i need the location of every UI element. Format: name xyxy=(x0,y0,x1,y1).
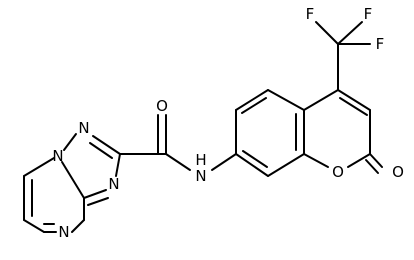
atom-n-amide: N xyxy=(195,167,206,185)
bond-c4-c3-double xyxy=(339,97,368,116)
bond-c4-c3 xyxy=(337,89,371,111)
atom-n-triazole-3: N xyxy=(108,175,119,193)
bond-n3-c3a-double xyxy=(87,197,109,206)
bond-c7-c8 xyxy=(235,153,269,177)
atom-o-ring: O xyxy=(332,163,344,181)
atom-label-layer: F F F O N H O O N N N N xyxy=(52,5,404,241)
atom-o-lactone-carbonyl: O xyxy=(392,163,404,181)
bond-c2-n3 xyxy=(115,153,121,177)
bond-c2-n1 xyxy=(92,135,121,155)
atom-h-amide: H xyxy=(195,151,206,169)
bond-c7-n-amide xyxy=(211,153,237,171)
bond-n-bridge-c5 xyxy=(23,157,55,177)
bond-c8-c8a xyxy=(267,153,305,177)
atom-f-top-left: F xyxy=(306,5,315,23)
bond-c6p-c7p xyxy=(23,219,45,233)
bond-c2-n1-double xyxy=(89,142,113,159)
bond-n-amide-c-carbonyl xyxy=(165,153,191,171)
atom-f-right: F xyxy=(376,35,385,53)
atom-n-bridgehead: N xyxy=(52,147,63,165)
atom-o-amide-carbonyl: O xyxy=(156,97,168,115)
bond-c-f-left xyxy=(315,21,339,45)
bond-layer xyxy=(23,21,383,233)
bond-c7-c8-double xyxy=(242,150,268,168)
bond-c5-c6 xyxy=(235,89,269,111)
bond-c2-o-carbonyl-double xyxy=(365,159,379,174)
bond-c2-o-ring xyxy=(347,153,371,168)
bond-n1-n-bridge xyxy=(63,133,77,151)
bond-c3a-n-bridge xyxy=(61,161,85,199)
atom-f-top-right: F xyxy=(364,5,373,23)
bond-c5-c6-double xyxy=(241,97,267,114)
atom-n-pyrimidine: N xyxy=(58,223,69,241)
bond-n8-c3a xyxy=(71,219,85,233)
bond-c4a-c5 xyxy=(267,89,305,111)
bond-c2-o-carbonyl xyxy=(369,153,383,168)
bond-n3-c3a xyxy=(83,189,107,199)
atom-n-triazole-1: N xyxy=(78,119,89,137)
bond-o-ring-c8a xyxy=(303,153,329,168)
bond-c-f-right xyxy=(337,21,363,45)
bond-c4a-c4 xyxy=(303,89,339,111)
